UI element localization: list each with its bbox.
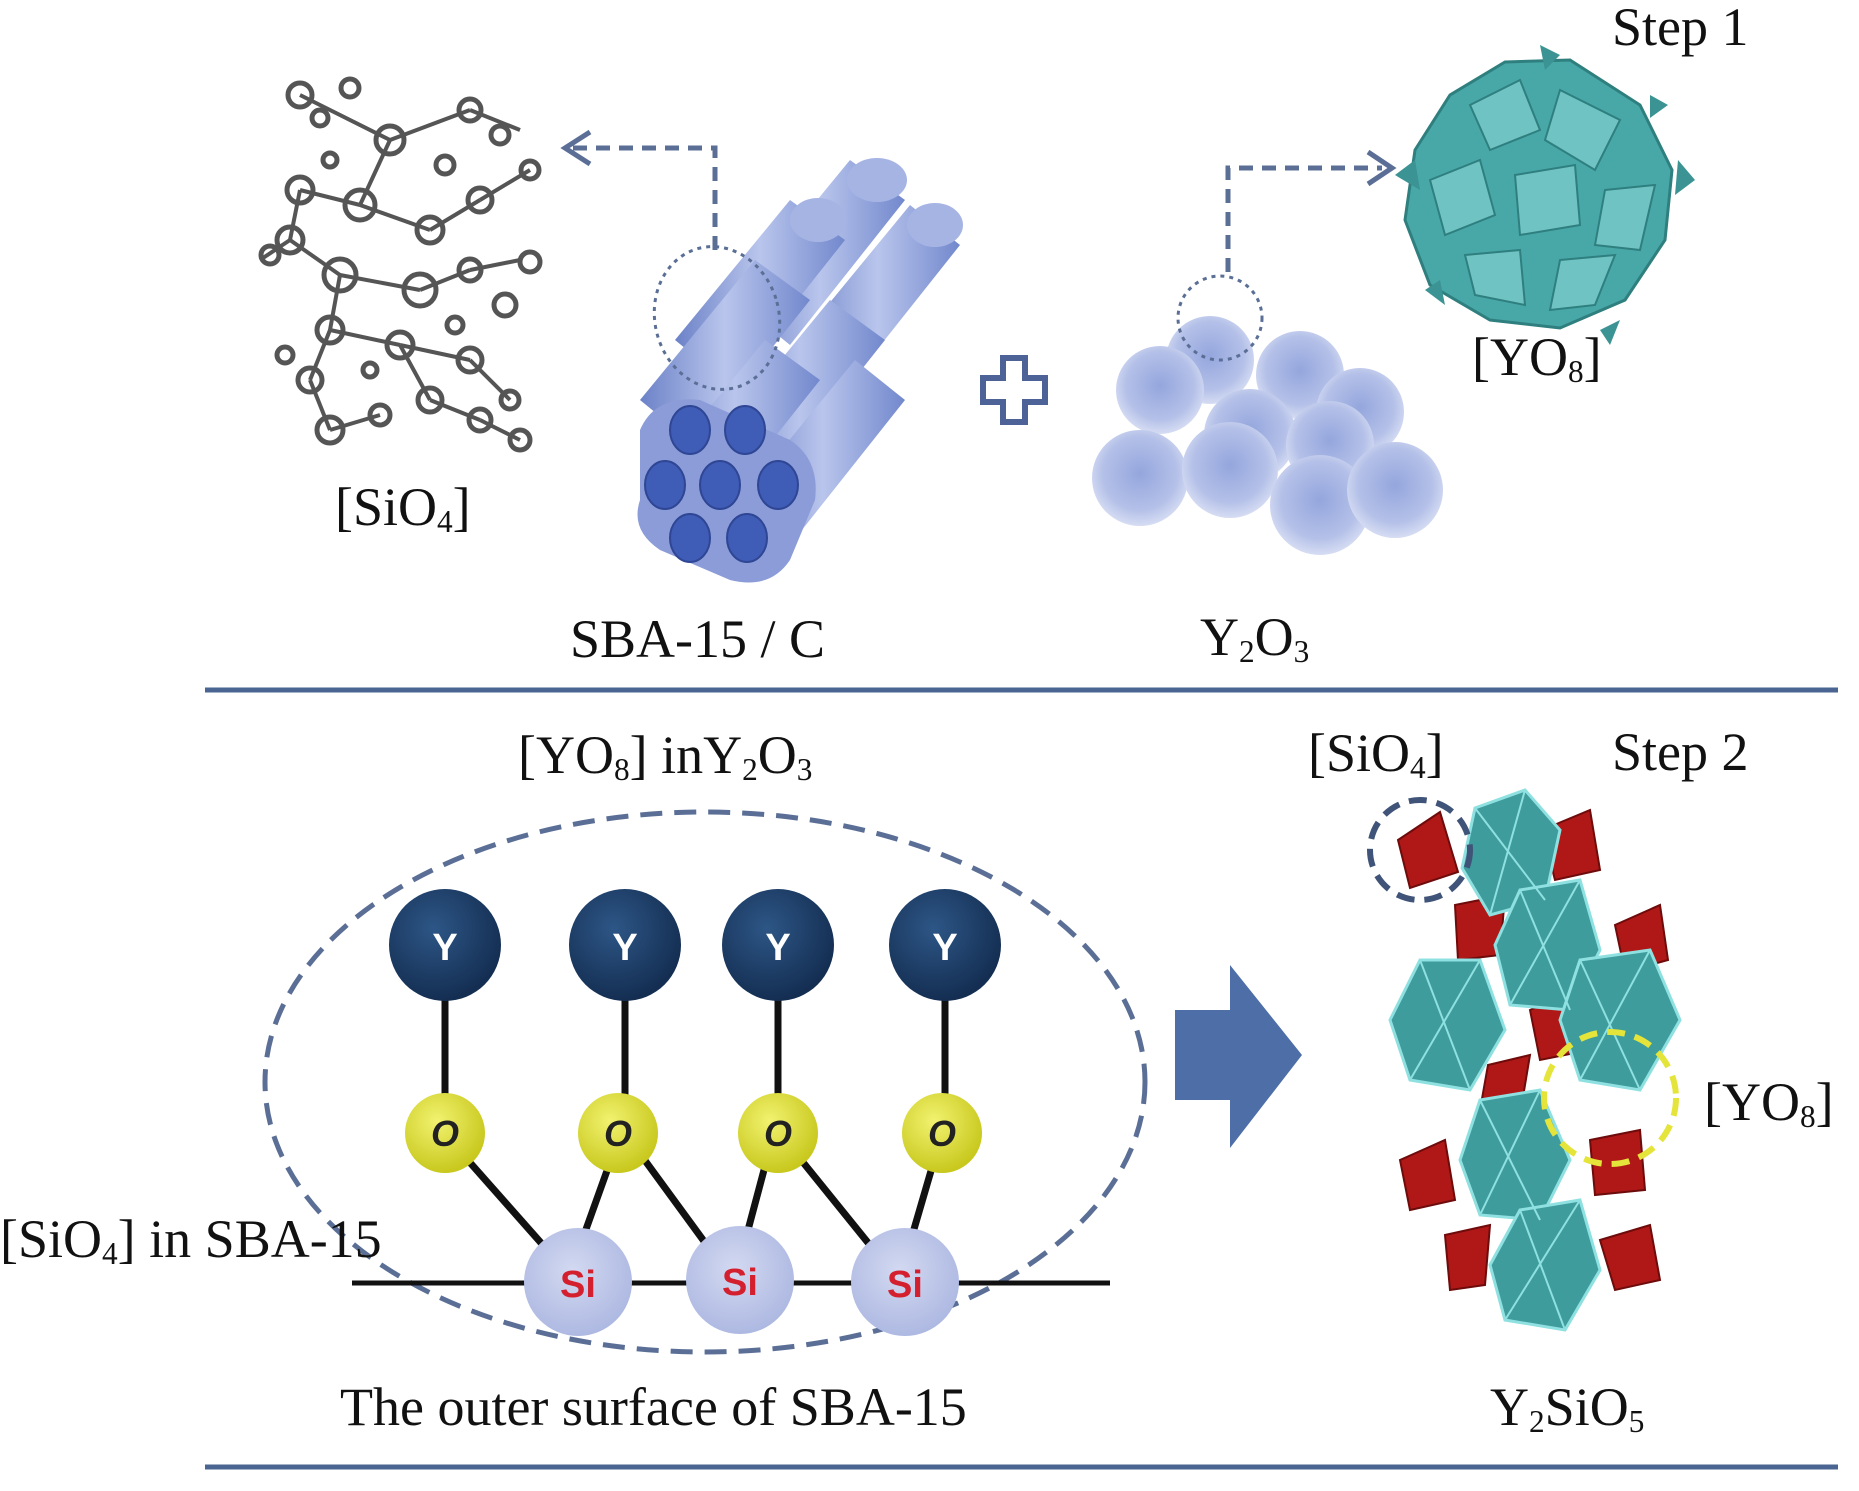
yo8-in-y2o3-pre: [YO (518, 725, 614, 785)
si-atom (851, 1228, 959, 1336)
sio4-in-sba-pre: [SiO (0, 1209, 103, 1269)
y-atom (722, 889, 834, 1001)
y-atom (889, 889, 1001, 1001)
sba15-callout (560, 129, 782, 391)
y2o3-b-sub: 3 (1293, 633, 1310, 669)
yo8-post: ] (1583, 327, 1602, 387)
plus-icon (980, 355, 1048, 425)
yo8-cluster (1395, 45, 1695, 345)
bonds (441, 940, 949, 1273)
outer-surface-label: The outer surface of SBA-15 (340, 1377, 967, 1437)
yo8-in-y2o3-label: [YO8] inY2O3 (518, 725, 812, 785)
o-atom-label: O (431, 1113, 459, 1154)
sio4-in-sba-sub: 4 (102, 1235, 118, 1271)
y2o3-b: O (1254, 607, 1294, 667)
o-atom-label: O (604, 1113, 632, 1154)
yo8-in-y2o3-mid2: O (757, 725, 797, 785)
sio4-in-sba15-label: [SiO4] in SBA-15 (0, 1209, 382, 1269)
y2sio5-b-sub: 5 (1628, 1403, 1645, 1439)
o-atom-label: O (764, 1113, 792, 1154)
y-atom (569, 889, 681, 1001)
yo8-in-y2o3-sub3: 3 (796, 751, 813, 787)
y2o3-spheres (1092, 316, 1443, 555)
si-atom (686, 1226, 794, 1334)
sio4-label-sub: 4 (437, 503, 453, 539)
sio4-label-post: ] (452, 477, 471, 537)
sio4-in-sba-post: ] in SBA-15 (117, 1209, 382, 1269)
sio4-label: [SiO4] (335, 477, 471, 537)
y2sio5-a: Y (1490, 1377, 1529, 1437)
y-atom-label: Y (765, 927, 790, 969)
y2o3-label: Y2O3 (1200, 607, 1309, 667)
y2sio5-label: Y2SiO5 (1490, 1377, 1644, 1437)
sio4-s2-pre: [SiO (1308, 723, 1411, 783)
yo8-s2-sub: 8 (1799, 1098, 1816, 1134)
yo8-in-y2o3-sub1: 8 (613, 751, 630, 787)
si-atom-label: Si (560, 1264, 596, 1306)
step2-label: Step 2 (1612, 722, 1749, 782)
y-atom-label: Y (612, 927, 637, 969)
y2o3-callout (1176, 149, 1397, 362)
y2sio5-b: SiO (1544, 1377, 1629, 1437)
si-atoms: Si Si Si (524, 1226, 959, 1336)
y-atom-label: Y (932, 927, 957, 969)
sio4-label-pre: [SiO (335, 477, 438, 537)
o-atom (902, 1093, 982, 1173)
si-atom-label: Si (887, 1264, 923, 1306)
y-atom (389, 889, 501, 1001)
y2o3-a-sub: 2 (1239, 633, 1255, 669)
si-atom-label: Si (722, 1262, 758, 1304)
yo8-s2-post: ] (1815, 1072, 1834, 1132)
o-atom-label: O (928, 1113, 956, 1154)
yo8-pre: [YO (1472, 327, 1568, 387)
o-atom (578, 1093, 658, 1173)
y2sio5-structure (1367, 788, 1682, 1332)
sba15-tube-bundle (637, 158, 963, 583)
si-atom (524, 1228, 632, 1336)
sio4-network (258, 76, 543, 453)
sio4-s2-post: ] (1425, 723, 1444, 783)
o-atom (738, 1093, 818, 1173)
o-atoms: O O O O (405, 1093, 982, 1173)
step1-label: Step 1 (1612, 0, 1749, 57)
sio4-s2-sub: 4 (1410, 749, 1426, 785)
yo8-label-step2: [YO8] (1704, 1072, 1834, 1132)
sio4-label-step2: [SiO4] (1308, 723, 1444, 783)
yo8-s2-pre: [YO (1704, 1072, 1800, 1132)
y-atoms: Y Y Y Y (389, 889, 1001, 1001)
yo8-in-y2o3-sub2: 2 (742, 751, 758, 787)
yo8-sub: 8 (1567, 353, 1584, 389)
y2o3-a: Y (1200, 607, 1239, 667)
yo8-label-step1: [YO8] (1472, 327, 1602, 387)
y-atom-label: Y (432, 927, 457, 969)
y2sio5-a-sub: 2 (1529, 1403, 1545, 1439)
sba15-c-label: SBA-15 / C (570, 609, 826, 669)
reaction-arrow (1175, 965, 1302, 1148)
yo8-in-y2o3-mid: ] inY (629, 725, 743, 785)
interface-ellipse (262, 809, 1148, 1355)
o-atom (405, 1093, 485, 1173)
